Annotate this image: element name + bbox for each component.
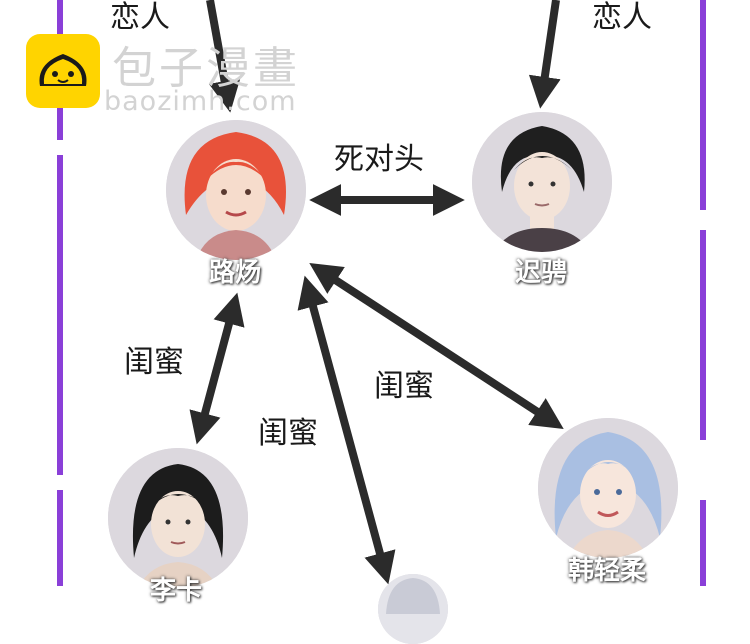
frame-line-right-bottom [700,230,706,440]
name-chi-pin: 迟骋 [515,258,568,288]
relationship-arrows [189,0,564,585]
label-rivals: 死对头 [334,142,424,177]
arrow-bestie-bottom-left [189,292,245,445]
frame-line-right-top [700,0,706,210]
name-bottom-left: 李卡 [150,576,203,606]
avatar-lu-yang [166,120,306,260]
name-han-qingrou: 韩轻柔 [568,556,647,586]
arrow-lovers-left [206,0,241,113]
label-bestie-3: 闺蜜 [258,416,318,451]
avatar-han-qingrou [538,418,678,558]
avatar-bottom-left [108,448,248,588]
bun-face-icon [26,34,100,108]
label-lovers-right: 恋人 [592,0,652,35]
frame-line-left-bottom [57,155,63,475]
avatar-chi-pin [472,112,612,252]
label-bestie-2: 闺蜜 [374,369,434,404]
watermark-en: baozimh.com [104,86,297,117]
frame-line-right-tail [700,500,706,586]
avatar-bottom-center-partial [378,574,448,644]
watermark-cn: 包子漫畫 [112,43,300,94]
label-lovers-left: 恋人 [110,0,170,35]
frame-line-left-tail [57,490,63,586]
label-bestie-1: 闺蜜 [124,345,184,380]
arrow-bestie-bottom [297,275,396,585]
arrow-bestie-han [309,263,564,429]
name-lu-yang: 路炀 [209,258,262,288]
arrow-lovers-right [528,0,561,109]
